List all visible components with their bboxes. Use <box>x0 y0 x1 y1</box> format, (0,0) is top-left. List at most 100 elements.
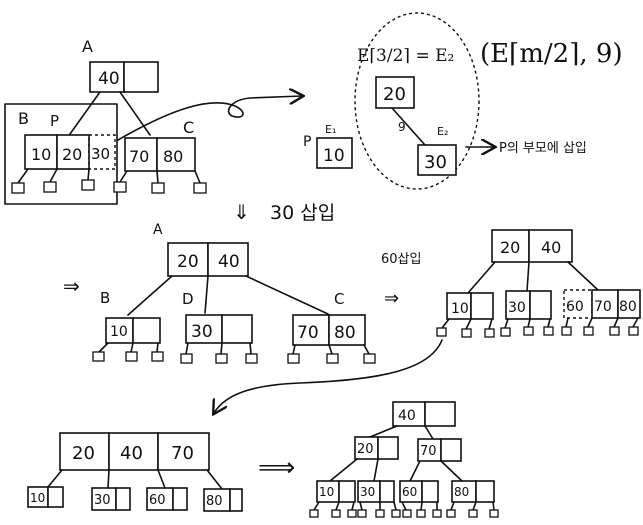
final-right-cell <box>440 438 462 462</box>
node-key: 20 <box>383 84 406 105</box>
root-node-a <box>89 61 125 93</box>
child-cell <box>47 486 64 508</box>
node-c-cell <box>156 137 196 172</box>
leaf-pointers <box>309 501 499 518</box>
child-cell <box>172 487 188 511</box>
e1-label: E₁ <box>325 123 336 136</box>
final-root-cell <box>424 401 456 427</box>
node-key: 20 <box>177 252 199 272</box>
edge <box>204 275 209 314</box>
edge <box>424 425 434 440</box>
e1-node <box>316 137 353 169</box>
child-cell <box>470 292 494 320</box>
node-key: 10 <box>30 491 45 505</box>
split-illustration: P E₁ 10 E⌈3/2⌉ = E₂ (E⌈m/2⌉, 9) 20 9 E₂ … <box>303 12 623 190</box>
e2-node <box>375 76 415 109</box>
edge <box>391 107 426 146</box>
note-insert-parent: P의 부모에 삽입 <box>499 141 587 156</box>
node-key: 10 <box>451 301 469 317</box>
node-key: 40 <box>98 69 120 89</box>
child-cell <box>505 290 531 320</box>
node-d-cell <box>185 314 223 344</box>
node-key: 40 <box>398 408 416 424</box>
final-leaf-cell <box>421 480 439 503</box>
root-node-a-empty <box>123 61 159 93</box>
node-b-cell <box>132 317 161 344</box>
node-c-cell <box>124 137 158 172</box>
pointer-label-p: P <box>50 112 59 130</box>
root-cell <box>167 242 209 277</box>
node-key: 70 <box>594 299 612 315</box>
node-key: 10 <box>110 324 128 340</box>
edge <box>329 458 358 482</box>
formula-e-m2: (E⌈m/2⌉, 9) <box>480 39 623 69</box>
final-leaf-cell <box>379 480 395 503</box>
child-cell <box>591 289 619 319</box>
node-key: 30 <box>94 493 111 508</box>
child-cell <box>529 290 552 320</box>
step4-split: 20 40 70 10 30 60 80 ⟹ <box>27 432 295 512</box>
child-cell <box>617 289 641 319</box>
highlight-box <box>4 103 118 205</box>
node-key: 30 <box>91 145 110 163</box>
node-b-overflow-cell <box>88 134 116 170</box>
node-key: 60 <box>149 493 166 508</box>
node-label-c: C <box>183 118 194 137</box>
node-key: 70 <box>420 444 437 459</box>
node-key: 70 <box>297 323 319 343</box>
edge <box>467 261 496 294</box>
edge <box>373 458 379 482</box>
node-d-cell <box>221 314 253 344</box>
node-key: 80 <box>163 147 183 166</box>
step-heading: 30 삽입 <box>270 202 335 224</box>
implies-arrow: ⟹ <box>258 453 295 483</box>
node-key: 40 <box>541 238 561 257</box>
edge <box>206 469 223 490</box>
edge <box>567 261 599 291</box>
edge <box>107 469 110 489</box>
node-key: 20 <box>500 238 520 257</box>
edge <box>127 275 173 316</box>
child-cell <box>446 292 472 320</box>
split-cell <box>157 432 210 471</box>
node-key: 20 <box>72 443 95 464</box>
node-label-d: D <box>182 290 194 308</box>
leaf-pointers <box>92 342 376 364</box>
node-label-a: A <box>82 37 93 56</box>
pointer-label-p: P <box>303 134 311 150</box>
root-cell <box>491 229 530 263</box>
dashed-ellipse <box>354 12 480 190</box>
node-key: 30 <box>191 322 213 342</box>
node-c-cell <box>292 314 330 346</box>
leaf-pointers <box>11 168 207 194</box>
node-key: 80 <box>454 485 469 499</box>
step4-final-tree: 40 20 70 10 30 60 80 <box>309 401 499 518</box>
edge <box>157 469 166 489</box>
node-label-b: B <box>100 289 110 307</box>
step2-tree: ⇓ 30 삽입 ⇒ A 20 40 B 10 D 30 C 70 80 <box>63 200 376 364</box>
edge <box>119 91 151 136</box>
node-key: 20 <box>62 145 82 164</box>
implies-arrow: ⇒ <box>63 274 80 298</box>
node-c-cell <box>328 314 366 346</box>
curly-arrow <box>117 96 302 141</box>
implies-arrow: ⇒ <box>384 288 399 309</box>
leaf-pointers <box>436 317 639 338</box>
node-key: 10 <box>31 145 51 164</box>
node-key: 80 <box>619 299 637 315</box>
edge <box>47 469 63 488</box>
node-label-c: C <box>334 290 344 308</box>
edge <box>245 275 329 315</box>
node-key: 30 <box>508 300 526 316</box>
edge-label: 9 <box>398 120 406 134</box>
node-label-a: A <box>153 222 163 238</box>
node-key: 40 <box>120 443 143 464</box>
split-cell <box>59 432 110 471</box>
curved-down-arrow <box>214 339 443 413</box>
child-cell <box>115 487 131 511</box>
root-cell <box>207 242 249 277</box>
final-leaf-cell <box>338 480 356 503</box>
edge <box>526 261 530 292</box>
edge <box>69 91 101 135</box>
node-key: 40 <box>218 252 240 272</box>
